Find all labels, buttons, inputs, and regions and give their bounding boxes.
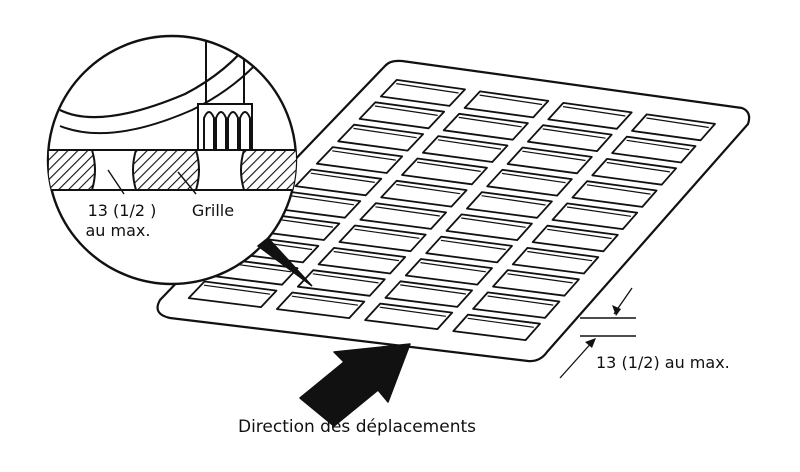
- grating-opening: [531, 224, 619, 253]
- grating-opening: [551, 202, 639, 231]
- grating-plate: [156, 59, 751, 363]
- opening-inner-wall: [420, 262, 486, 273]
- opening-inner-wall: [542, 128, 606, 139]
- opening-inner-wall: [375, 206, 440, 217]
- opening-inner-wall: [501, 172, 566, 184]
- opening-inner-wall: [566, 206, 632, 217]
- opening-inner-wall: [396, 83, 459, 94]
- grating-openings: [187, 79, 716, 342]
- grating-opening: [631, 113, 716, 142]
- grating-opening: [465, 191, 553, 219]
- grating-opening: [611, 135, 697, 164]
- grille-label: Grille: [192, 201, 234, 220]
- magnifier-pointer: [256, 236, 313, 287]
- grating-opening: [442, 112, 529, 141]
- grating-opening: [547, 102, 633, 130]
- opening-inner-wall: [417, 161, 481, 172]
- opening-inner-wall: [522, 150, 586, 162]
- opening-inner-wall: [626, 139, 690, 151]
- opening-inner-wall: [507, 273, 573, 284]
- side-gap-label: 13 (1/2) au max.: [596, 353, 730, 372]
- opening-inner-wall: [646, 117, 709, 129]
- opening-inner-wall: [527, 250, 593, 262]
- grating-opening: [364, 302, 454, 331]
- grating-opening: [511, 246, 600, 275]
- direction-arrow-icon: [299, 343, 411, 427]
- grating-opening: [315, 146, 404, 174]
- grating-opening: [421, 135, 509, 163]
- opening-inner-wall: [400, 284, 466, 295]
- grille-leader: [177, 171, 197, 195]
- grating-opening: [384, 280, 474, 308]
- opening-inner-wall: [606, 161, 670, 173]
- opening-inner-wall: [440, 239, 506, 251]
- grating-opening: [275, 291, 366, 320]
- grating-opening: [338, 224, 427, 253]
- grating-opening: [425, 235, 513, 264]
- opening-inner-wall: [379, 306, 446, 317]
- grating-opening: [486, 168, 573, 197]
- opening-inner-wall: [479, 94, 543, 106]
- opening-inner-wall: [487, 295, 554, 306]
- grating-opening: [359, 202, 448, 230]
- grating-opening: [294, 168, 383, 197]
- opening-inner-wall: [310, 172, 375, 183]
- opening-inner-wall: [332, 150, 396, 161]
- detail-magnifier: 13 (1/2 ) au max. Grille: [46, 34, 313, 287]
- grating-opening: [404, 258, 493, 286]
- opening-inner-wall: [458, 116, 522, 128]
- grating-opening: [401, 157, 488, 186]
- opening-inner-wall: [203, 284, 271, 295]
- opening-inner-wall: [586, 184, 651, 195]
- gap-leader: [107, 169, 125, 195]
- detail-max-label: au max.: [86, 221, 151, 240]
- opening-inner-wall: [333, 250, 399, 262]
- grating-opening: [452, 313, 541, 342]
- grating-opening: [445, 213, 533, 242]
- opening-inner-wall: [481, 195, 546, 206]
- opening-inner-wall: [396, 183, 461, 195]
- direction-label: Direction des déplacements: [238, 417, 476, 437]
- grating-opening: [472, 291, 561, 319]
- grating-opening: [591, 157, 677, 186]
- grating-opening: [296, 269, 386, 297]
- grating-opening: [527, 124, 613, 153]
- grating-opening: [463, 90, 550, 119]
- opening-inner-wall: [291, 295, 359, 306]
- opening-inner-wall: [312, 273, 379, 284]
- grating-opening: [506, 146, 593, 175]
- opening-inner-wall: [289, 195, 354, 206]
- grating-opening: [380, 179, 468, 208]
- opening-inner-wall: [353, 127, 417, 139]
- opening-inner-wall: [354, 228, 420, 239]
- opening-inner-wall: [547, 228, 612, 240]
- grating-opening: [337, 123, 425, 152]
- grating-opening: [571, 180, 658, 208]
- grating-opening: [317, 246, 407, 275]
- opening-inner-wall: [467, 317, 534, 328]
- opening-inner-wall: [374, 105, 438, 116]
- grating-opening: [187, 280, 278, 309]
- grating-opening: [379, 79, 466, 107]
- opening-inner-wall: [461, 217, 526, 228]
- detail-gap-label: 13 (1/2 ): [88, 201, 157, 220]
- side-dimension: 13 (1/2) au max.: [559, 287, 730, 379]
- opening-inner-wall: [437, 139, 502, 150]
- grating-opening: [358, 101, 446, 130]
- opening-inner-wall: [562, 106, 626, 117]
- grating-opening: [492, 269, 580, 297]
